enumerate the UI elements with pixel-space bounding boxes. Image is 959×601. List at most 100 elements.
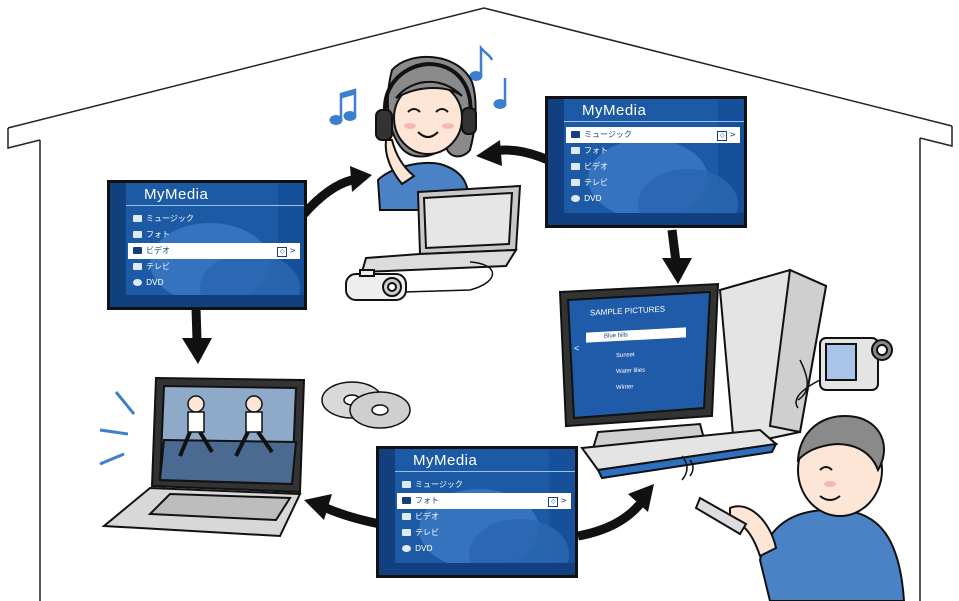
notebook-pc <box>360 184 522 293</box>
headphones-icon <box>133 215 142 222</box>
menu-item-music[interactable]: ミュージック <box>128 211 300 227</box>
mymedia-panel-bottom: MyMedia ミュージック フォト ◇> ビデオ テレビ DVD <box>376 446 578 578</box>
menu-item-photo[interactable]: フォト <box>566 143 740 159</box>
panel-title: MyMedia <box>582 102 647 119</box>
menu-item-label: ミュージック <box>415 480 463 489</box>
panel-side-stripe <box>379 449 395 575</box>
menu-item-label: ビデオ <box>584 162 608 171</box>
runners-illustration <box>178 395 274 457</box>
menu-item-label: ビデオ <box>146 246 170 255</box>
woman-with-headphones <box>375 55 477 211</box>
menu-item-label: DVD <box>584 194 602 203</box>
menu-item-video[interactable]: ビデオ <box>566 159 740 175</box>
menu-item-dvd[interactable]: DVD <box>566 191 740 207</box>
arrow-glyph: > <box>289 246 296 255</box>
film-icon <box>571 163 580 170</box>
headphones-icon <box>571 131 580 138</box>
dvd-disc-icon <box>321 381 411 429</box>
panel-side-stripe <box>548 99 564 225</box>
arrow-glyph: > <box>560 496 567 505</box>
camera-icon <box>571 147 580 154</box>
arrow-bottom-to-pc <box>577 500 644 541</box>
menu-item-video[interactable]: ビデオ <box>397 509 571 525</box>
laptop-computer <box>101 376 306 538</box>
menu-item-label: ビデオ <box>415 512 439 521</box>
monitor-folder-item[interactable]: Blue hills <box>586 327 686 343</box>
monitor-item-sunset[interactable]: Sunset <box>616 352 635 360</box>
film-icon <box>133 247 142 254</box>
menu-item-arrow[interactable]: ◇> <box>277 243 296 259</box>
panel-title-rule <box>564 121 744 122</box>
video-camera <box>795 337 893 409</box>
menu-item-arrow[interactable]: ◇> <box>717 127 736 143</box>
panel-menu: ミュージック フォト ビデオ ◇> テレビ DVD <box>128 211 300 291</box>
flow-arrows <box>182 140 692 541</box>
mymedia-panel-top-right: MyMedia ミュージック ◇> フォト ビデオ テレビ DVD <box>545 96 747 228</box>
menu-item-label: テレビ <box>146 262 170 271</box>
menu-item-music[interactable]: ミュージック ◇> <box>566 127 740 143</box>
arrow-glyph: > <box>729 130 736 139</box>
arrow-head <box>350 166 372 192</box>
menu-item-label: DVD <box>415 544 433 553</box>
menu-item-label: フォト <box>584 146 608 155</box>
digital-camera <box>345 269 407 301</box>
monitor-header: SAMPLE PICTURES <box>590 304 666 318</box>
menu-item-tv[interactable]: テレビ <box>566 175 740 191</box>
panel-side-stripe <box>110 183 126 307</box>
arrow-head <box>304 494 332 520</box>
arrow-panel-to-pc <box>667 229 681 263</box>
menu-item-video[interactable]: ビデオ ◇> <box>128 243 300 259</box>
menu-item-label: DVD <box>146 278 164 287</box>
monitor-screen-ui: SAMPLE PICTURES Blue hills < Sunset Wate… <box>572 297 702 414</box>
arrow-head <box>182 338 212 364</box>
panel-footer <box>110 295 304 307</box>
disc-icon <box>571 195 580 202</box>
panel-footer <box>548 213 744 225</box>
tv-icon <box>402 529 411 536</box>
headphones-icon <box>402 481 411 488</box>
camera-icon <box>402 497 411 504</box>
panel-title: MyMedia <box>413 452 478 469</box>
arrow-panel-to-woman-left <box>300 175 354 218</box>
menu-item-tv[interactable]: テレビ <box>397 525 571 541</box>
panel-title-rule <box>395 471 575 472</box>
menu-item-arrow[interactable]: ◇> <box>548 493 567 509</box>
monitor-back-button[interactable]: < <box>574 343 580 354</box>
motion-lines <box>99 391 136 466</box>
monitor-item-water-lilies[interactable]: Water lilies <box>616 367 646 376</box>
menu-item-label: テレビ <box>415 528 439 537</box>
arrow-head <box>628 484 654 512</box>
panel-footer <box>379 563 575 575</box>
menu-item-photo[interactable]: フォト ◇> <box>397 493 571 509</box>
film-icon <box>402 513 411 520</box>
monitor-item-winter[interactable]: Winter <box>616 384 634 392</box>
tv-icon <box>133 263 142 270</box>
arrow-head <box>662 258 692 284</box>
menu-item-label: ミュージック <box>584 130 632 139</box>
menu-item-tv[interactable]: テレビ <box>128 259 300 275</box>
menu-item-photo[interactable]: フォト <box>128 227 300 243</box>
menu-item-label: ミュージック <box>146 214 194 223</box>
panel-menu: ミュージック ◇> フォト ビデオ テレビ DVD <box>566 127 740 207</box>
menu-item-dvd[interactable]: DVD <box>397 541 571 557</box>
arrow-panel-to-laptop <box>191 307 202 341</box>
arrow-head <box>476 140 502 166</box>
panel-menu: ミュージック フォト ◇> ビデオ テレビ DVD <box>397 477 571 557</box>
panel-title: MyMedia <box>144 186 209 203</box>
house-outline <box>7 7 953 601</box>
panel-title-rule <box>126 205 304 206</box>
menu-item-label: フォト <box>415 496 439 505</box>
camera-icon <box>133 231 142 238</box>
disc-icon <box>402 545 411 552</box>
menu-item-label: フォト <box>146 230 170 239</box>
menu-item-dvd[interactable]: DVD <box>128 275 300 291</box>
menu-item-label: テレビ <box>584 178 608 187</box>
desktop-computer <box>558 268 828 480</box>
tv-icon <box>571 179 580 186</box>
menu-item-music[interactable]: ミュージック <box>397 477 571 493</box>
mymedia-panel-left: MyMedia ミュージック フォト ビデオ ◇> テレビ DVD <box>107 180 307 310</box>
arrow-bottom-to-laptop <box>324 503 381 529</box>
man-with-remote <box>681 415 906 601</box>
